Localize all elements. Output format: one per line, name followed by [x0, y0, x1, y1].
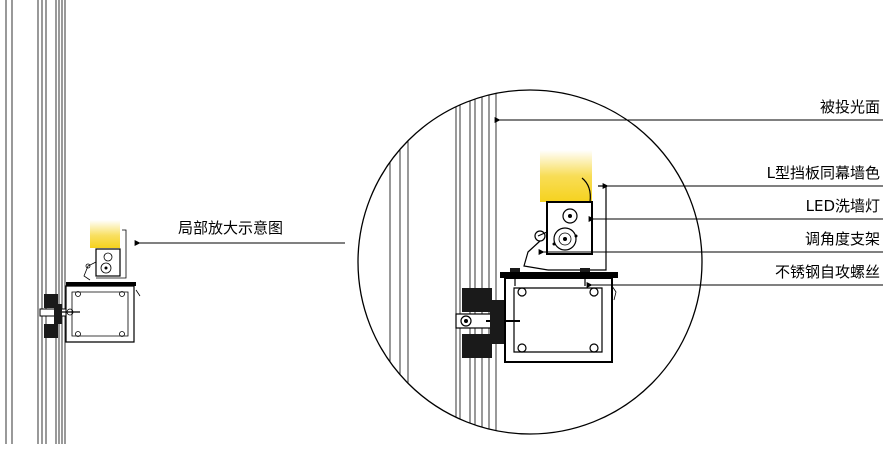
- callout-illuminated-surface: 被投光面: [820, 98, 880, 116]
- callout-baffle: L型挡板同幕墙色: [767, 164, 880, 182]
- callout-led-washer: LED洗墙灯: [806, 197, 880, 215]
- callout-screw: 不锈钢自攻螺丝: [775, 263, 880, 281]
- zoom-sealant: [455, 288, 520, 358]
- overview-light-glow: [90, 220, 120, 248]
- callouts: 被投光面 L型挡板同幕墙色 LED洗墙灯 调角度支架 不锈钢自攻螺丝: [494, 98, 883, 288]
- zoom-led-fixture: [546, 201, 593, 255]
- callout-bracket: 调角度支架: [805, 230, 880, 248]
- zoom-light-glow: [540, 150, 592, 202]
- zoom-angle-bracket: [523, 230, 549, 271]
- zoom-detail: [389, 90, 618, 434]
- zoom-l-baffle: [548, 185, 607, 271]
- detail-callout: 局部放大示意图: [134, 219, 345, 246]
- overview-mullion: [65, 282, 141, 343]
- detail-label: 局部放大示意图: [178, 219, 283, 237]
- overview-wall-lines: [5, 0, 66, 444]
- overview-section: [5, 0, 141, 444]
- overview-led-fixture: [83, 248, 121, 281]
- overview-sealant: [39, 294, 80, 338]
- zoom-circle: [357, 89, 703, 435]
- zoom-wall-lines: [389, 90, 497, 434]
- overview-l-baffle: [96, 229, 127, 279]
- zoom-mullion: [500, 272, 618, 363]
